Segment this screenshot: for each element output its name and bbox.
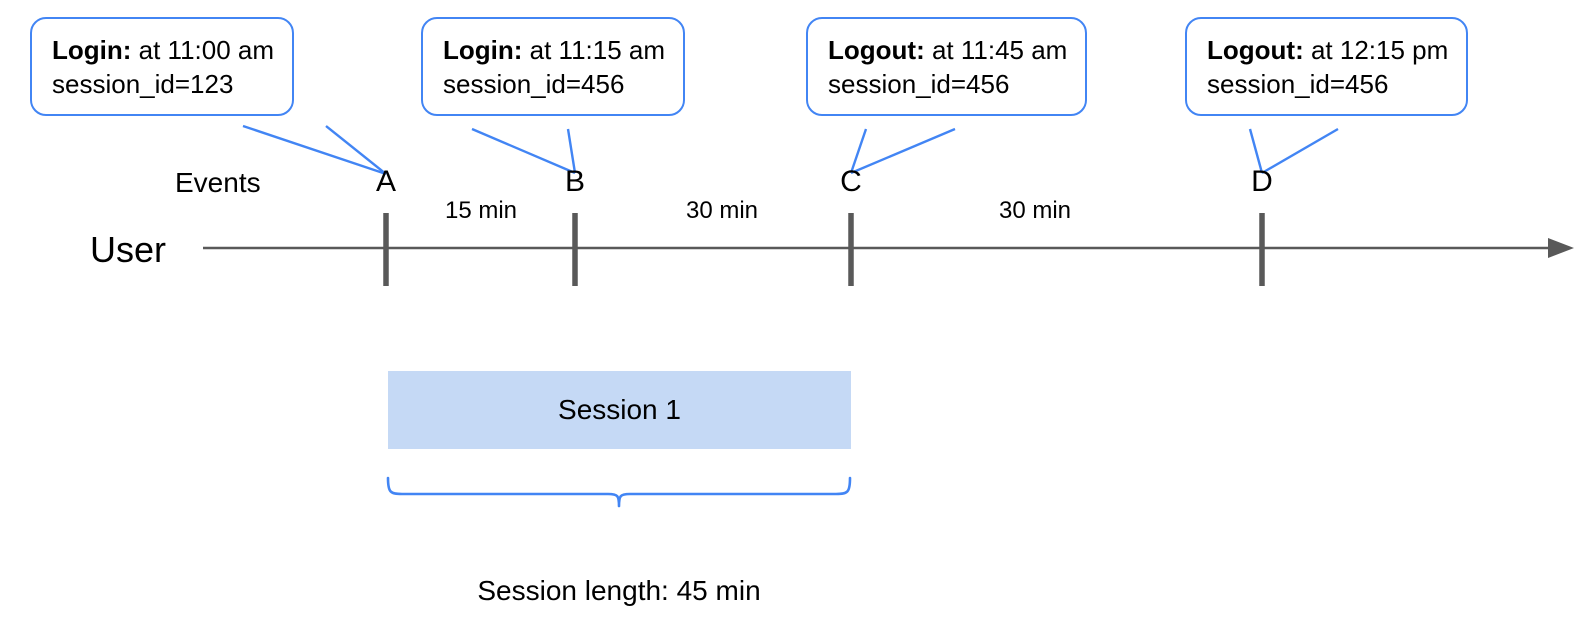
callout-tail-a (242, 124, 387, 176)
event-letter-c: C (840, 165, 862, 198)
callout-session-id: session_id=123 (52, 69, 234, 100)
callout-kind: Login: (443, 35, 523, 65)
callout-tail-d (1248, 128, 1264, 174)
callout-tail-c-edge (850, 127, 956, 175)
event-letter-d: D (1251, 165, 1273, 198)
event-letter-b: B (564, 165, 586, 198)
callout-login-b: Login: at 11:15 am session_id=456 (421, 17, 686, 116)
callout-tail-b-edge (566, 128, 577, 174)
callout-tail-a-edge (325, 125, 387, 175)
callout-session-id: session_id=456 (828, 69, 1010, 100)
callout-line-1: Logout: at 12:15 pm (1207, 35, 1448, 65)
callout-tail-c (849, 128, 868, 174)
timeline-axis-arrowhead (1548, 238, 1574, 258)
callout-time: at 12:15 pm (1303, 35, 1449, 65)
callout-login-a: Login: at 11:00 am session_id=123 (30, 17, 295, 116)
callout-line-1: Logout: at 11:45 am (828, 35, 1067, 65)
callout-tail-b (471, 127, 576, 175)
callout-line-1: Login: at 11:15 am (443, 35, 665, 65)
interval-label-bc: 30 min (685, 197, 759, 224)
callout-logout-d: Logout: at 12:15 pm session_id=456 (1185, 17, 1469, 116)
session-brace (386, 476, 852, 508)
callout-kind: Logout: (828, 35, 925, 65)
row-label-user: User (90, 229, 167, 270)
callout-kind: Login: (52, 35, 132, 65)
callout-tail-d-edge (1261, 127, 1339, 175)
callout-session-id: session_id=456 (443, 69, 625, 100)
callout-logout-c: Logout: at 11:45 am session_id=456 (806, 17, 1088, 116)
interval-label-ab: 15 min (444, 197, 518, 224)
session-length-caption: Session length: 45 min (477, 575, 761, 606)
event-letter-a: A (375, 165, 397, 198)
interval-label-cd: 30 min (998, 197, 1072, 224)
row-label-events: Events (175, 167, 261, 198)
callout-session-id: session_id=456 (1207, 69, 1389, 100)
callout-time: at 11:00 am (131, 35, 275, 65)
callout-time: at 11:15 am (522, 35, 666, 65)
session-bar: Session 1 (388, 371, 851, 449)
callout-line-1: Login: at 11:00 am (52, 35, 274, 65)
session-bar-label: Session 1 (558, 394, 681, 425)
callout-time: at 11:45 am (924, 35, 1068, 65)
callout-kind: Logout: (1207, 35, 1304, 65)
